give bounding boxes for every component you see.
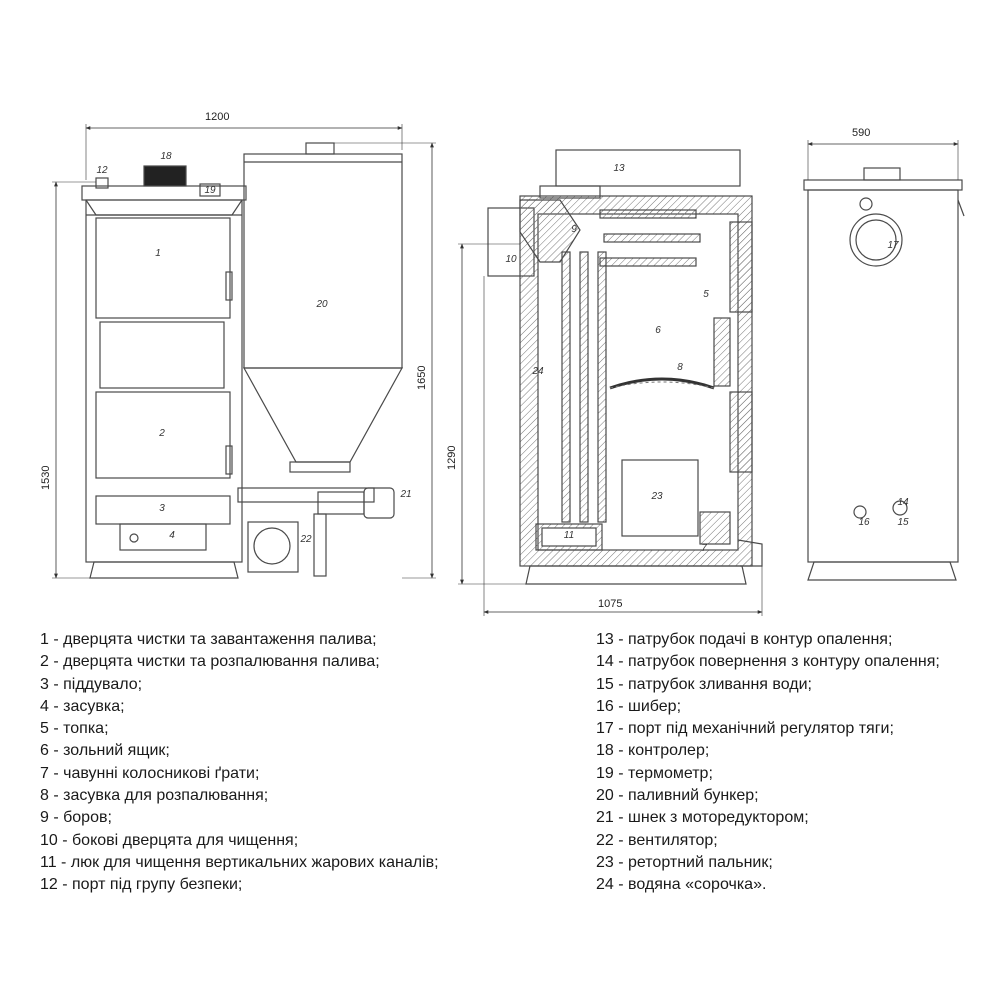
callout-17: 17 bbox=[887, 240, 899, 251]
legend-item: 22 - вентилятор; bbox=[596, 831, 718, 849]
auger-motor bbox=[363, 487, 395, 519]
legend-item: 16 - шибер; bbox=[596, 697, 682, 715]
callout-13: 13 bbox=[613, 163, 625, 174]
door-loading bbox=[95, 217, 231, 319]
callout-14: 14 bbox=[897, 497, 909, 508]
callout-6: 6 bbox=[655, 325, 661, 336]
dim-front-height-total: 1650 bbox=[416, 366, 428, 390]
dim-front-height-boiler: 1530 bbox=[40, 466, 52, 490]
drain-nozzle bbox=[853, 505, 867, 519]
legend-item: 10 - бокові дверцята для чищення; bbox=[40, 831, 299, 849]
callout-10: 10 bbox=[505, 254, 517, 265]
front-view bbox=[52, 124, 436, 579]
side-body bbox=[807, 189, 959, 563]
legend-item: 18 - контролер; bbox=[596, 742, 710, 760]
legend-item: 15 - патрубок зливання води; bbox=[596, 675, 812, 693]
legend-item: 12 - порт під групу безпеки; bbox=[40, 876, 243, 894]
dim-section-height: 1290 bbox=[446, 446, 458, 470]
dim-side-width: 590 bbox=[852, 127, 870, 139]
legend-item: 20 - паливний бункер; bbox=[596, 787, 759, 805]
callout-24: 24 bbox=[531, 366, 544, 377]
legend-item: 19 - термометр; bbox=[596, 764, 713, 782]
callout-22: 22 bbox=[299, 534, 312, 545]
legend-item: 1 - дверцята чистки та завантаження пали… bbox=[40, 631, 377, 648]
callout-3: 3 bbox=[159, 503, 165, 514]
legend-item: 17 - порт під механічний регулятор тяги; bbox=[596, 720, 894, 738]
legend-item: 8 - засувка для розпалювання; bbox=[40, 787, 269, 805]
auger-tube bbox=[237, 487, 375, 503]
side-view bbox=[803, 140, 965, 581]
fuel-hopper bbox=[243, 153, 403, 369]
callout-9: 9 bbox=[571, 224, 577, 235]
callout-11: 11 bbox=[564, 530, 574, 541]
callout-19: 19 bbox=[204, 185, 216, 196]
callout-20: 20 bbox=[315, 299, 328, 310]
section-view bbox=[458, 149, 763, 616]
callout-4: 4 bbox=[169, 530, 175, 541]
retort-burner bbox=[621, 459, 699, 537]
legend-item: 6 - зольний ящик; bbox=[40, 742, 170, 760]
shutter bbox=[892, 500, 908, 516]
callout-21: 21 bbox=[399, 489, 411, 500]
callout-2: 2 bbox=[158, 428, 165, 439]
callout-1: 1 bbox=[155, 248, 161, 259]
legend-item: 2 - дверцята чистки та розпалювання пали… bbox=[40, 653, 380, 671]
callout-5: 5 bbox=[703, 289, 709, 300]
draft-regulator-port bbox=[849, 213, 903, 267]
dim-front-width: 1200 bbox=[205, 111, 229, 123]
damper-panel bbox=[119, 523, 207, 551]
callout-8: 8 bbox=[677, 362, 683, 373]
legend-item: 9 - боров; bbox=[40, 809, 112, 827]
legend-item: 13 - патрубок подачі в контур опалення; bbox=[596, 631, 893, 648]
legend-item: 7 - чавунні колосникові ґрати; bbox=[40, 764, 260, 782]
callout-15: 15 bbox=[897, 517, 909, 528]
legend-item: 5 - топка; bbox=[40, 720, 109, 738]
callout-18: 18 bbox=[160, 151, 172, 162]
legend-right: 13 - патрубок подачі в контур опалення; … bbox=[596, 629, 940, 897]
boiler-technical-drawing: 1200 1530 1650 1290 1075 590 12345678910… bbox=[40, 111, 965, 616]
callout-23: 23 bbox=[650, 491, 663, 502]
thermometer-box bbox=[199, 183, 221, 197]
legend-item: 14 - патрубок повернення з контуру опале… bbox=[596, 653, 940, 671]
legend-item: 3 - піддувало; bbox=[40, 675, 143, 693]
fan bbox=[247, 521, 299, 573]
legend-item: 11 - люк для чищення вертикальних жарови… bbox=[40, 853, 439, 871]
door-ignition bbox=[95, 391, 231, 479]
legend-item: 24 - водяна «сорочка». bbox=[596, 876, 767, 894]
controller-box bbox=[143, 165, 187, 187]
legend-item: 23 - ретортний пальник; bbox=[596, 853, 773, 871]
callout-16: 16 bbox=[858, 517, 870, 528]
callout-7: 7 bbox=[701, 543, 707, 554]
legend-left: 1 - дверцята чистки та завантаження пали… bbox=[40, 629, 439, 897]
legend-item: 21 - шнек з моторедуктором; bbox=[596, 809, 809, 827]
callout-12: 12 bbox=[96, 165, 108, 176]
dim-section-depth: 1075 bbox=[598, 598, 622, 610]
legend-item: 4 - засувка; bbox=[40, 697, 125, 715]
